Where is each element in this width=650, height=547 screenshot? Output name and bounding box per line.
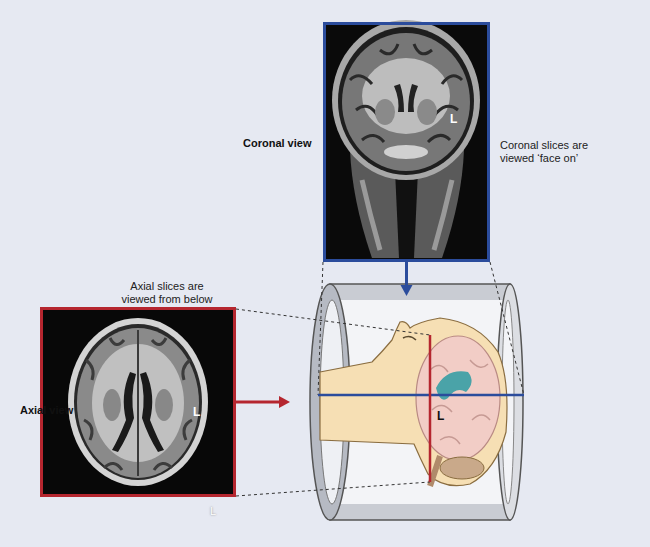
side-marker: L: [193, 405, 200, 419]
view-title: Coronal view: [243, 137, 311, 150]
view-note: Axial slices are viewed from below: [115, 280, 219, 306]
axial-mri: [43, 310, 233, 494]
view-note: Coronal slices are viewed ‘face on’: [500, 139, 600, 165]
coronal-view-box: L: [323, 22, 490, 262]
coronal-arrow: [405, 262, 408, 285]
side-marker: L: [437, 409, 444, 423]
axial-view-box: L: [40, 307, 236, 497]
scanner-region: L: [290, 296, 522, 522]
coronal-mri: [326, 20, 487, 259]
arrow-head: [401, 285, 413, 296]
axial-arrow: [236, 401, 279, 404]
mri-scanner: [310, 284, 523, 520]
view-title: Axial view: [20, 404, 73, 417]
side-marker: L: [210, 505, 216, 518]
slice-planes: [236, 262, 524, 496]
arrow-head: [279, 396, 290, 408]
side-marker: L: [450, 112, 457, 126]
